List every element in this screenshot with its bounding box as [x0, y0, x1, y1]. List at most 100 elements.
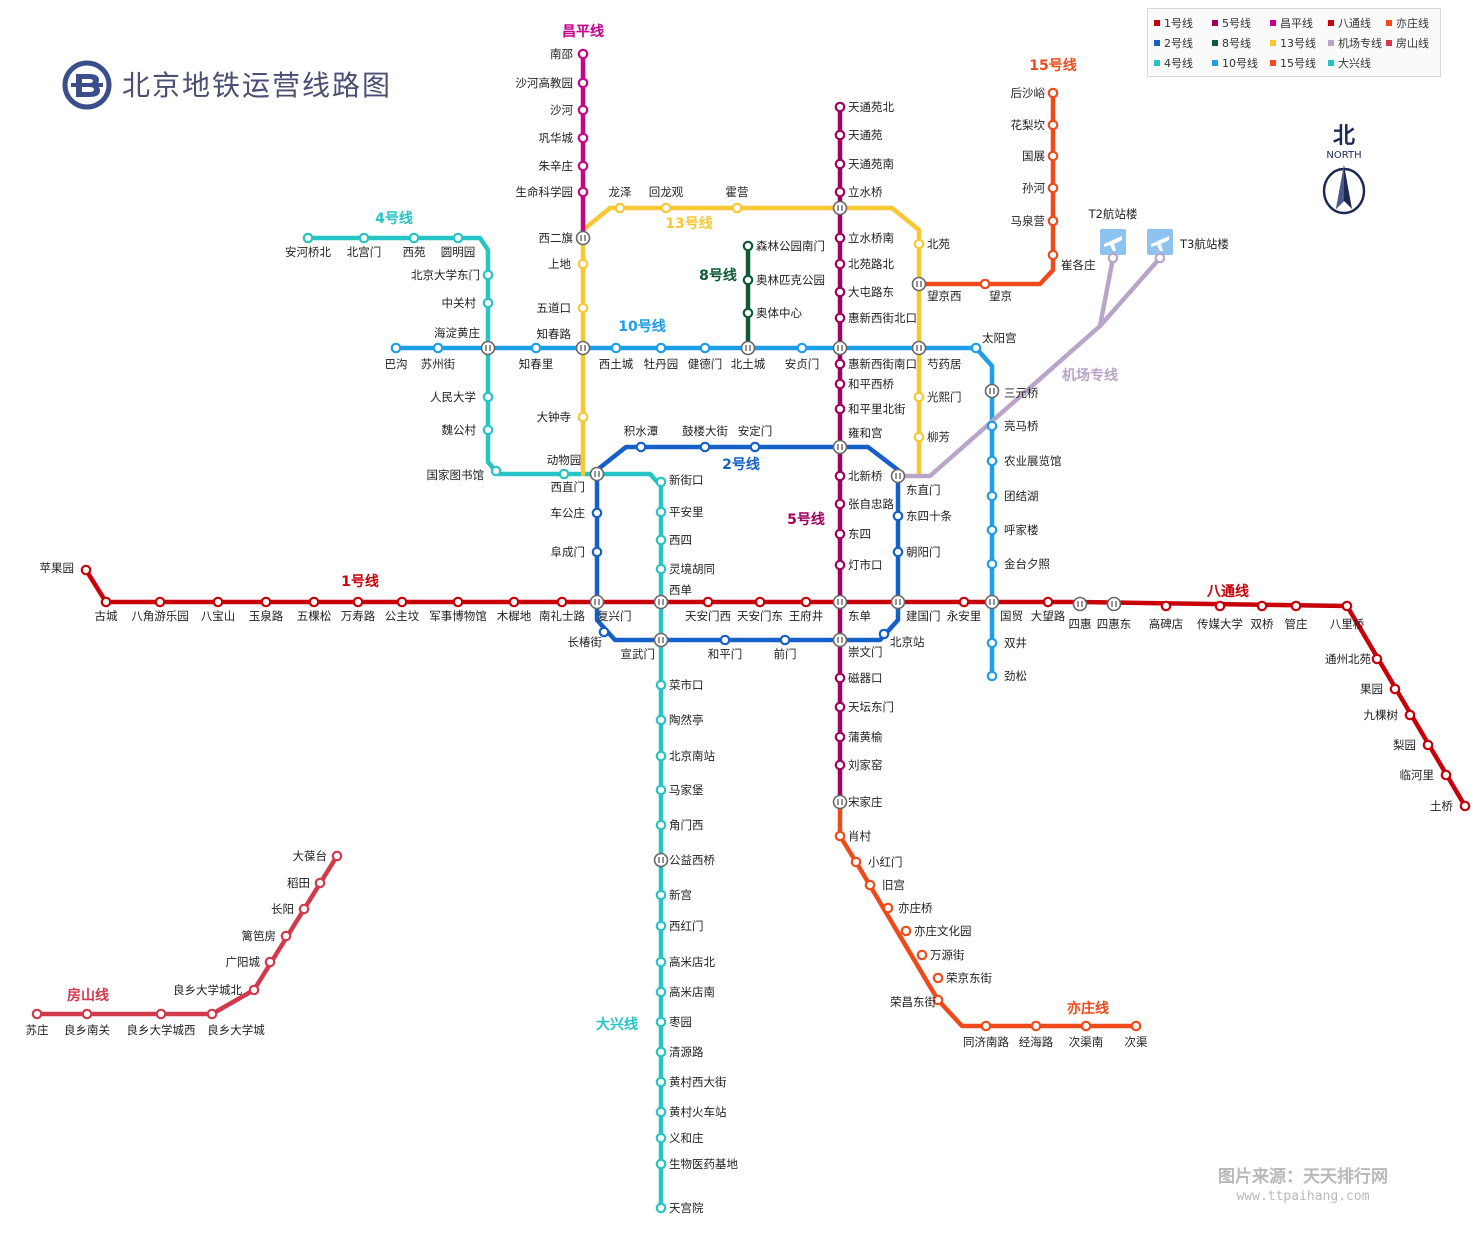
station-marker[interactable] [577, 104, 589, 116]
terminal-station-marker[interactable] [1107, 252, 1119, 264]
station-label[interactable]: 积水潭 [624, 424, 659, 438]
station-marker[interactable] [655, 784, 667, 796]
station-marker[interactable] [655, 1158, 667, 1170]
station-label[interactable]: 南礼士路 [539, 609, 585, 623]
station-label[interactable]: 天通苑北 [848, 100, 894, 114]
station-label[interactable]: 苏庄 [26, 1023, 49, 1037]
station-marker[interactable] [655, 1046, 667, 1058]
station-label[interactable]: 亮马桥 [1004, 419, 1039, 433]
station-marker[interactable] [1389, 683, 1401, 695]
station-marker[interactable] [655, 679, 667, 691]
station-label[interactable]: 旧宫 [882, 878, 905, 892]
station-label[interactable]: 西单 [669, 583, 692, 597]
station-marker[interactable] [834, 186, 846, 198]
line-path-2[interactable] [594, 444, 901, 643]
station-label[interactable]: 三元桥 [1004, 386, 1039, 400]
station-label[interactable]: 木樨地 [497, 609, 532, 623]
station-label[interactable]: 天通苑 [848, 128, 883, 142]
station-label[interactable]: 高米店南 [669, 985, 715, 999]
station-label[interactable]: 东直门 [906, 483, 941, 497]
station-label[interactable]: 和平里北街 [848, 402, 906, 416]
station-marker[interactable] [986, 490, 998, 502]
station-label[interactable]: 海淀黄庄 [434, 326, 480, 340]
transfer-station-icon[interactable] [911, 340, 927, 356]
line-path-13[interactable] [895, 255, 1116, 479]
station-marker[interactable] [1440, 769, 1452, 781]
station-label[interactable]: 魏公村 [442, 423, 477, 437]
station-label[interactable]: 双井 [1004, 636, 1027, 650]
station-label[interactable]: 金台夕照 [1004, 557, 1050, 571]
station-marker[interactable] [482, 297, 494, 309]
station-marker[interactable] [986, 670, 998, 682]
station-label[interactable]: 八角游乐园 [131, 609, 189, 623]
station-label[interactable]: 花梨坎 [1011, 118, 1046, 132]
station-marker[interactable] [1047, 182, 1059, 194]
station-label[interactable]: 篱笆房 [242, 929, 277, 943]
station-marker[interactable] [610, 342, 622, 354]
station-marker[interactable] [742, 307, 754, 319]
station-marker[interactable] [702, 596, 714, 608]
line-path-6[interactable] [837, 799, 1139, 1029]
station-label[interactable]: 生物医药基地 [669, 1157, 738, 1171]
station-marker[interactable] [699, 441, 711, 453]
station-label[interactable]: 国展 [1022, 149, 1045, 163]
station-marker[interactable] [916, 949, 928, 961]
station-marker[interactable] [655, 342, 667, 354]
station-label[interactable]: 朝阳门 [906, 545, 941, 559]
station-label[interactable]: 军事博物馆 [429, 609, 487, 623]
station-marker[interactable] [699, 342, 711, 354]
station-label[interactable]: 传媒大学 [1197, 617, 1243, 631]
station-label[interactable]: 经海路 [1019, 1035, 1054, 1049]
station-label[interactable]: 长椿街 [568, 635, 603, 649]
station-marker[interactable] [432, 342, 444, 354]
station-marker[interactable] [31, 1008, 43, 1020]
station-marker[interactable] [248, 984, 260, 996]
station-label[interactable]: 良乡南关 [64, 1023, 110, 1037]
station-label[interactable]: 磁器口 [848, 671, 883, 685]
station-marker[interactable] [591, 546, 603, 558]
station-label[interactable]: 西土城 [599, 357, 634, 371]
station-label[interactable]: 生命科学园 [516, 185, 574, 199]
station-marker[interactable] [742, 274, 754, 286]
station-label[interactable]: 团结湖 [1004, 489, 1039, 503]
station-marker[interactable] [1371, 653, 1383, 665]
station-marker[interactable] [155, 1008, 167, 1020]
station-label[interactable]: 灯市口 [848, 558, 883, 572]
station-marker[interactable] [958, 596, 970, 608]
station-label[interactable]: 北苑路北 [848, 257, 894, 271]
station-label[interactable]: 人民大学 [430, 390, 476, 404]
station-label[interactable]: 马家堡 [669, 783, 704, 797]
station-marker[interactable] [834, 672, 846, 684]
station-marker[interactable] [834, 559, 846, 571]
station-label[interactable]: 北京站 [890, 635, 925, 649]
transfer-station-icon[interactable] [653, 852, 669, 868]
station-marker[interactable] [834, 258, 846, 270]
station-label[interactable]: 芍药居 [927, 357, 962, 371]
station-marker[interactable] [655, 534, 667, 546]
station-marker[interactable] [892, 510, 904, 522]
station-label[interactable]: 大钟寺 [537, 410, 572, 424]
station-label[interactable]: 荣京东街 [946, 971, 992, 985]
station-marker[interactable] [900, 925, 912, 937]
station-marker[interactable] [834, 101, 846, 113]
station-label[interactable]: 陶然亭 [669, 713, 704, 727]
station-label[interactable]: 知春里 [519, 357, 554, 371]
station-label[interactable]: 健德门 [688, 357, 723, 371]
station-label[interactable]: T2航站楼 [1088, 207, 1138, 221]
station-marker[interactable] [591, 507, 603, 519]
station-marker[interactable] [280, 930, 292, 942]
station-label[interactable]: 北新桥 [848, 469, 883, 483]
station-label[interactable]: 朱辛庄 [539, 159, 574, 173]
station-label[interactable]: 动物园 [547, 453, 582, 467]
station-label[interactable]: 车公庄 [551, 506, 586, 520]
station-marker[interactable] [913, 238, 925, 250]
station-marker[interactable] [614, 202, 626, 214]
station-label[interactable]: 八宝山 [201, 609, 236, 623]
station-marker[interactable] [655, 714, 667, 726]
station-label[interactable]: 良乡大学城 [207, 1023, 265, 1037]
station-marker[interactable] [352, 596, 364, 608]
station-marker[interactable] [986, 524, 998, 536]
station-label[interactable]: 惠新西街北口 [848, 311, 917, 325]
station-label[interactable]: 西四 [669, 533, 692, 547]
station-label[interactable]: 天通苑南 [848, 157, 894, 171]
